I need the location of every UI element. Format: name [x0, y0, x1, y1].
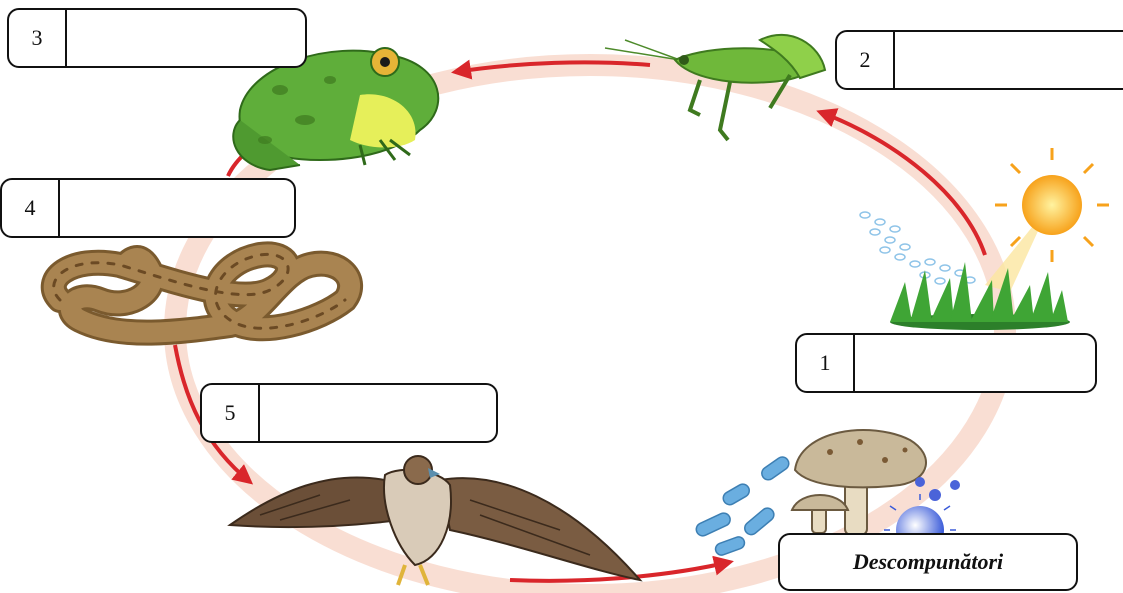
- label-number-3: 3: [9, 10, 67, 66]
- grasshopper-icon: [604, 33, 827, 142]
- arrow-plant-to-grasshopper: [816, 108, 987, 256]
- mushroom-icon: [790, 429, 927, 536]
- hawk-icon: [227, 455, 643, 586]
- answer-field-3[interactable]: [67, 10, 305, 66]
- grass-icon: [890, 262, 1070, 330]
- label-box-5[interactable]: 5: [200, 383, 498, 443]
- label-number-1: 1: [797, 335, 855, 391]
- arrow-grasshopper-to-frog: [451, 59, 651, 80]
- answer-field-1[interactable]: [855, 335, 1095, 391]
- label-number-5: 5: [202, 385, 260, 441]
- label-number-4: 4: [2, 180, 60, 236]
- answer-field-2[interactable]: [895, 32, 1123, 88]
- water-droplets-icon: [859, 211, 976, 285]
- label-box-2[interactable]: 2: [835, 30, 1123, 90]
- decomposers-label: Descompunători: [778, 533, 1078, 591]
- arrow-snake-to-hawk: [173, 344, 254, 485]
- label-box-3[interactable]: 3: [7, 8, 307, 68]
- arrow-hawk-to-decomposers: [509, 555, 734, 583]
- frog-icon: [232, 47, 440, 172]
- snake-icon: [40, 241, 363, 346]
- answer-field-4[interactable]: [60, 180, 294, 236]
- label-number-2: 2: [837, 32, 895, 88]
- answer-field-5[interactable]: [260, 385, 496, 441]
- label-box-4[interactable]: 4: [0, 178, 296, 238]
- label-box-1[interactable]: 1: [795, 333, 1097, 393]
- sun-icon: [985, 148, 1109, 292]
